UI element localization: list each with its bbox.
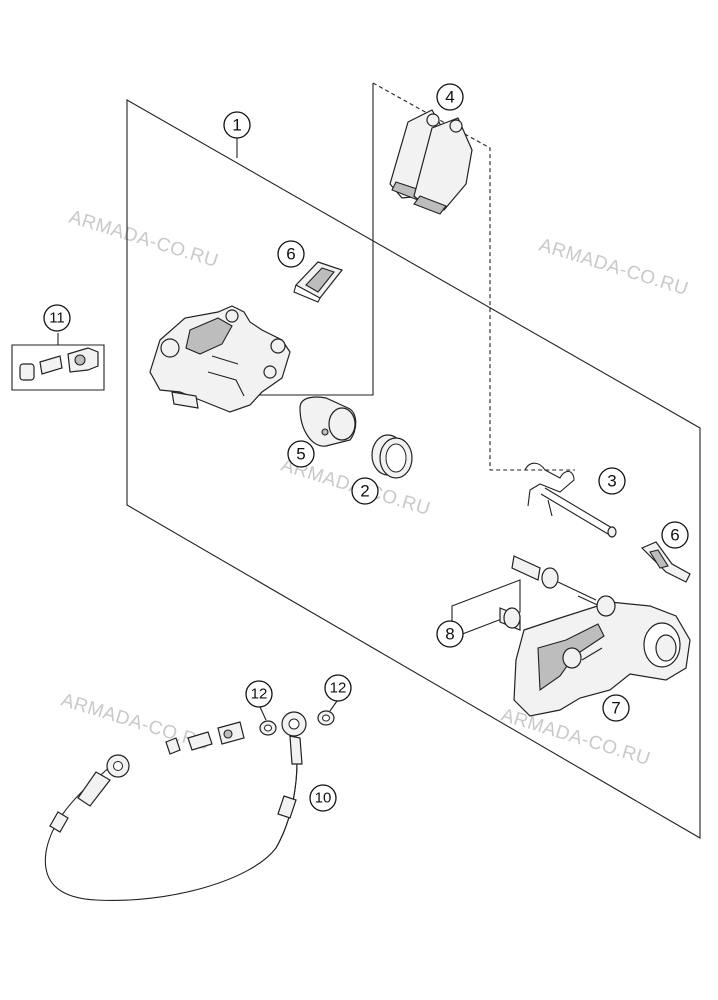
watermark-5: ARMADA-CO.RU [499,705,653,770]
callout-4: 4 [436,83,464,111]
callout-6-upper: 6 [277,240,305,268]
callout-7-label: 7 [611,699,620,718]
sealing-washers [259,700,338,736]
callout-10-label: 10 [315,790,332,807]
bleeder-valve-kit [11,333,105,391]
brake-pads [389,109,473,215]
brake-hose [44,711,307,901]
callout-2: 2 [351,477,379,505]
watermark-2: ARMADA-CO.RU [537,235,691,300]
callout-1: 1 [223,111,251,139]
callout-12-left-label: 12 [251,686,268,703]
callout-3-label: 3 [607,472,616,491]
callout-11: 11 [43,304,71,332]
caliper-piston [299,396,357,447]
callout-10: 10 [309,784,337,812]
callout-1-label: 1 [232,116,241,135]
callout-7: 7 [602,694,630,722]
callout-12-right-label: 12 [330,680,347,697]
pad-spring-right [640,541,691,583]
banjo-bolt-fittings [165,721,245,755]
caliper-assembly-frame [126,99,701,839]
callout-8-label: 8 [445,625,454,644]
callout-3: 3 [598,467,626,495]
callout-8: 8 [436,620,464,648]
callout-6-right: 6 [661,521,689,549]
piston-seal-rings [371,434,413,479]
callout-6-upper-label: 6 [286,245,295,264]
callout-2-label: 2 [360,482,369,501]
caliper-body [149,305,291,413]
callout-5: 5 [287,440,315,468]
watermark-1: ARMADA-CO.RU [67,207,221,272]
callout-12-right: 12 [324,674,352,702]
callout-11-label: 11 [49,310,65,327]
callout-12-left: 12 [245,680,273,708]
callout-4-label: 4 [445,88,454,107]
callout-6-right-label: 6 [670,526,679,545]
callout-5-label: 5 [296,445,305,464]
brake-pad-kit-frame [240,83,374,396]
watermark-4: ARMADA-CO.RU [59,690,213,755]
caliper-support-bracket [513,595,691,717]
pad-spring-upper [293,261,343,303]
pad-pin-with-clip [524,462,617,538]
